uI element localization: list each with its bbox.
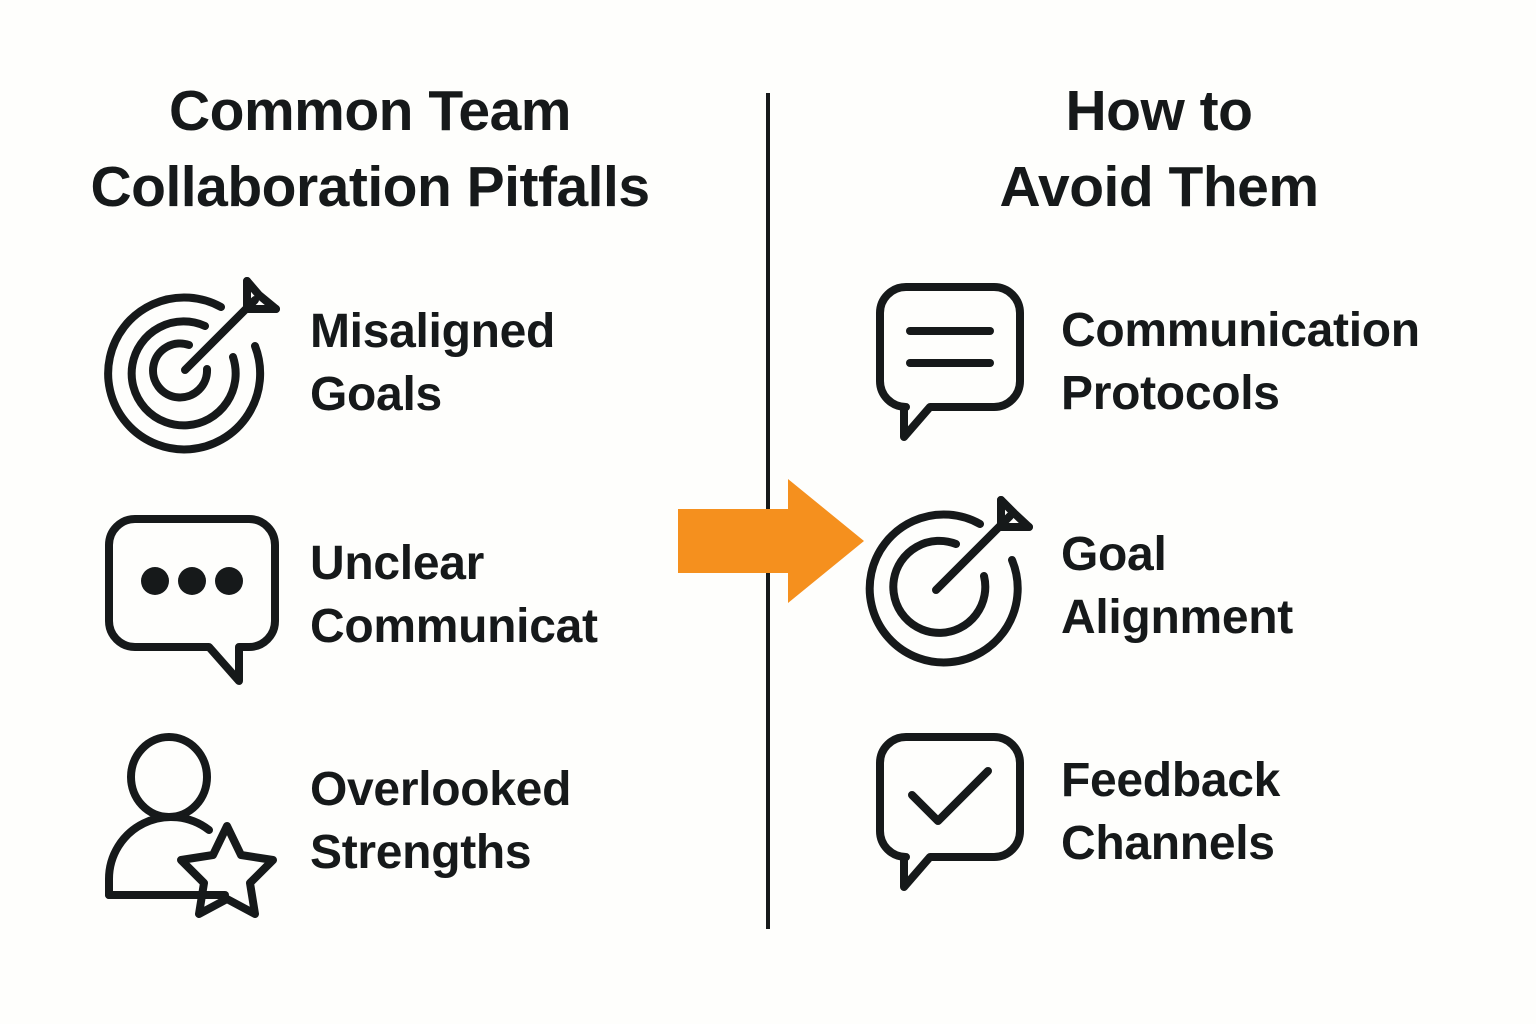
- list-item: Unclear Communicat: [92, 500, 732, 690]
- person-star-icon: [92, 726, 292, 918]
- list-item: Goal Alignment: [865, 496, 1532, 676]
- right-arrow: [678, 479, 864, 603]
- right-column-heading: How to Avoid Them: [999, 79, 1319, 219]
- target-arrow-icon: [92, 268, 292, 458]
- speech-bubble-lines-icon: [872, 272, 1047, 452]
- target-arrow-icon: [865, 496, 1047, 676]
- list-item-label: Overlooked Strengths: [310, 762, 572, 879]
- list-item-label: Misaligned Goals: [310, 304, 556, 421]
- speech-bubble-dots-icon: [92, 500, 292, 690]
- list-item: Communication Protocols: [872, 272, 1532, 452]
- list-item-label: Feedback Channels: [1061, 753, 1281, 870]
- left-column-heading: Common Team Collaboration Pitfalls: [90, 79, 650, 219]
- pitfalls-column: Common Team Collaboration Pitfalls: [90, 79, 732, 918]
- list-item: Overlooked Strengths: [92, 726, 732, 918]
- solutions-column: How to Avoid Them Communication Protocol…: [768, 0, 1536, 1024]
- list-item-label: Unclear Communicat: [310, 536, 598, 653]
- list-item-label: Goal Alignment: [1061, 527, 1293, 644]
- speech-bubble-check-icon: [872, 722, 1047, 902]
- list-item-label: Communication Protocols: [1061, 303, 1420, 420]
- list-item: Feedback Channels: [872, 722, 1532, 902]
- list-item: Misaligned Goals: [92, 268, 732, 458]
